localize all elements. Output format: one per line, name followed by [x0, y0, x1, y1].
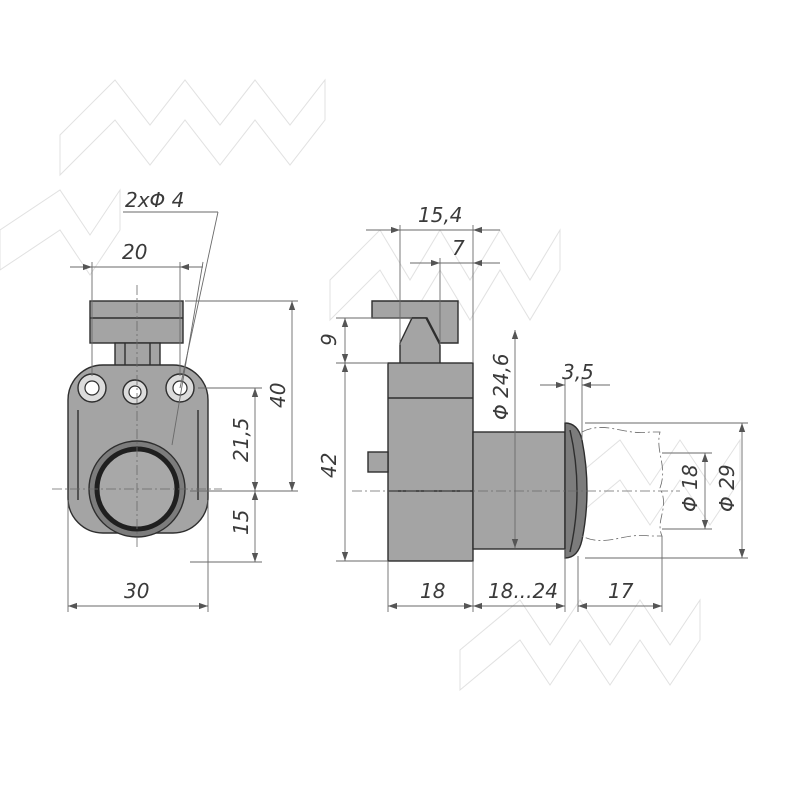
front-dimensions: 2xΦ 4 20 30 40 21,5 15: [67, 188, 298, 612]
dim-holes-label: 2xΦ 4: [125, 188, 184, 212]
side-dimensions: 15,4 7 9 42 Φ 24,6 3,5 Φ 18: [317, 203, 748, 612]
dim-height-40: 40: [266, 383, 290, 408]
dim-dia-18: Φ 18: [678, 464, 702, 512]
dim-bottom-18-24: 18...24: [488, 579, 558, 603]
dim-dia-29: Φ 29: [715, 464, 739, 512]
dim-bottom-17: 17: [608, 579, 634, 603]
dim-width-30: 30: [124, 579, 149, 603]
dim-thick-3-5: 3,5: [562, 360, 594, 384]
dim-left-42: 42: [317, 453, 341, 478]
dim-top-7: 7: [452, 236, 465, 260]
dim-left-9: 9: [317, 333, 341, 346]
housing: [387, 362, 474, 562]
dim-width-20: 20: [122, 240, 147, 264]
watermark: [0, 78, 741, 692]
dim-top-15-4: 15,4: [418, 203, 463, 227]
dim-bottom-18: 18: [420, 579, 445, 603]
dim-dia-24-6: Φ 24,6: [489, 353, 513, 420]
dim-height-21-5: 21,5: [229, 417, 253, 462]
side-pin: [367, 451, 389, 473]
front-top-tab: [89, 300, 184, 344]
dim-height-15: 15: [229, 510, 253, 535]
button-cap: [564, 422, 588, 559]
side-view: [352, 300, 680, 562]
barrel: [472, 431, 566, 550]
front-view: [52, 285, 222, 550]
button-travel-outline: [581, 427, 664, 541]
